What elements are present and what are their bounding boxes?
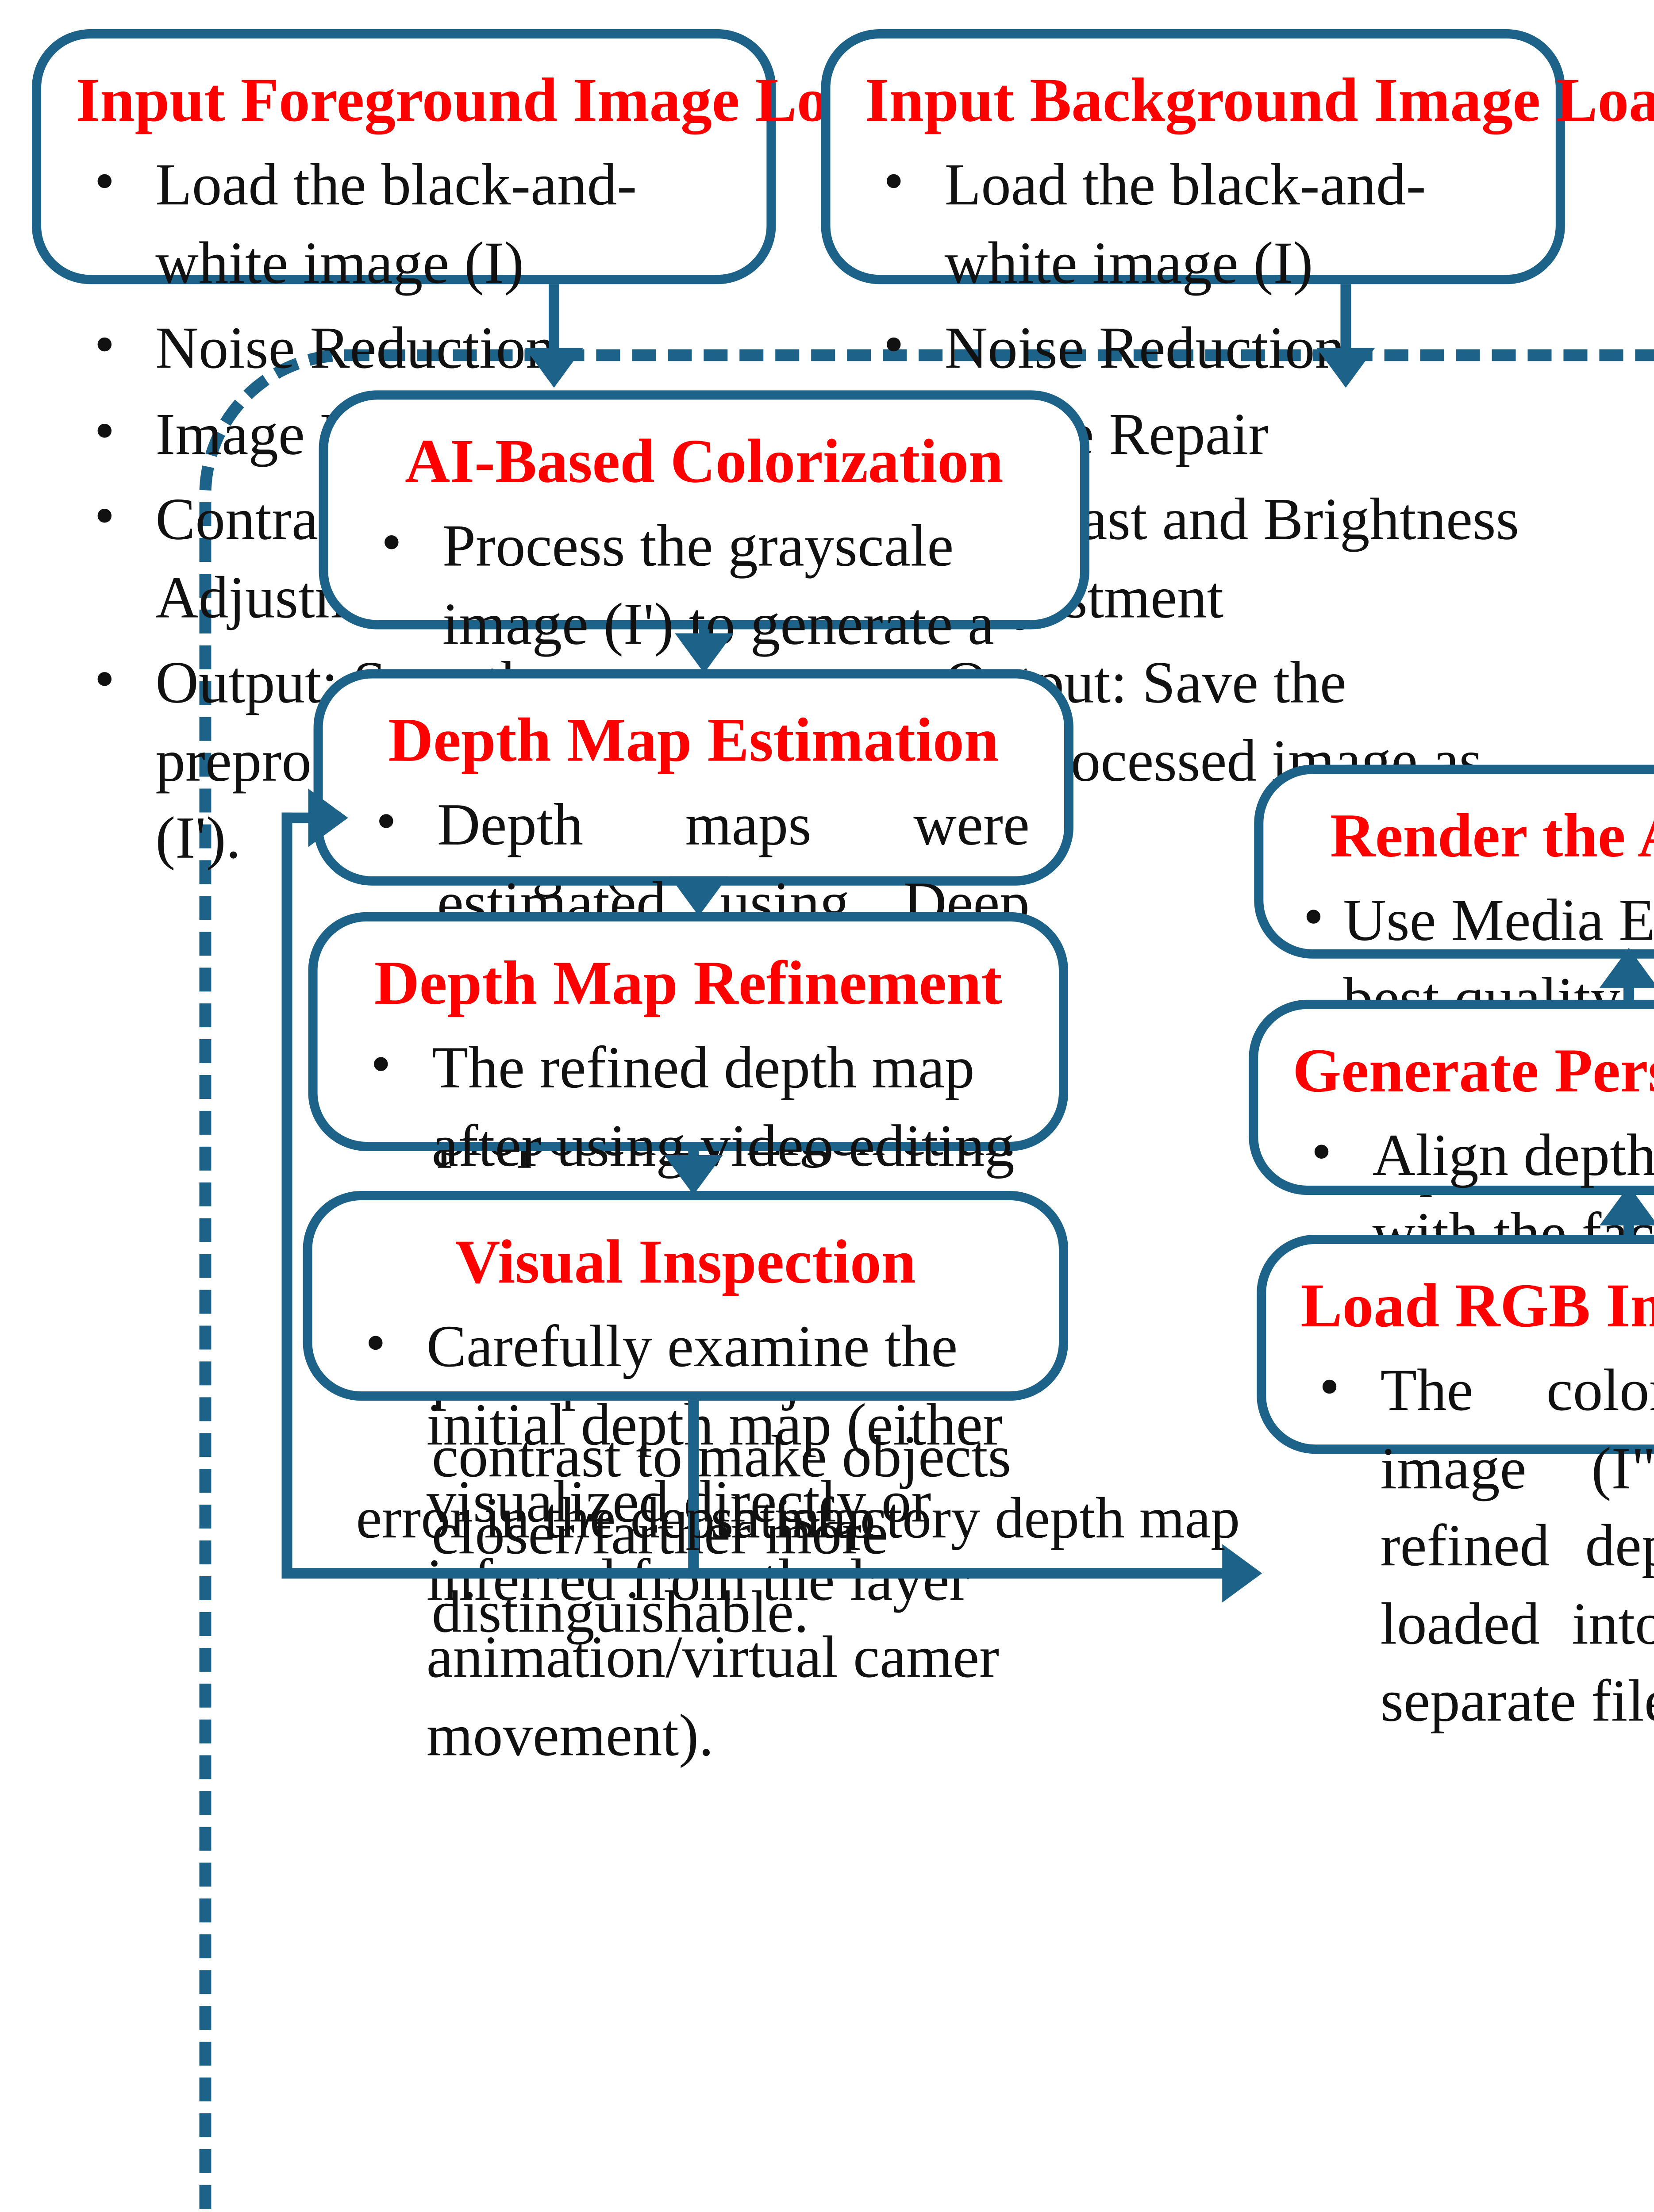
- box-title: Input Background Image Loading: [865, 66, 1654, 136]
- flowchart-canvas: Iterative Refinement Generating perspect…: [0, 0, 1654, 1207]
- box-visual-inspection[interactable]: Visual Inspection Carefully examine the …: [303, 1190, 1068, 1768]
- box-title: Visual Inspection: [455, 1228, 916, 1298]
- connector-foreground-to-colorization: [548, 284, 560, 353]
- box-render-the-animation[interactable]: Render the Animation Use Media Encoder f…: [1254, 764, 1654, 1198]
- arrow-up-icon: [1599, 948, 1654, 988]
- box-title: AI-Based Colorization: [405, 427, 1004, 497]
- box-depth-map-refinement[interactable]: Depth Map Refinement The refined depth m…: [308, 912, 1068, 1645]
- arrow-right-icon: [308, 788, 348, 847]
- connector-feedback-left-rail: [281, 812, 292, 1574]
- box-title: Depth Map Refinement: [374, 949, 1002, 1018]
- box-input-foreground-image-loading[interactable]: Input Foreground Image Loading Load the …: [32, 29, 977, 872]
- box-title: Render the Animation: [1330, 802, 1654, 871]
- arrow-down-icon: [664, 1155, 723, 1195]
- box-ai-based-colorization[interactable]: AI-Based Colorization Process the graysc…: [319, 390, 1089, 898]
- arrow-right-icon: [1222, 1544, 1262, 1603]
- arrow-down-icon: [675, 633, 734, 673]
- arrow-down-icon: [669, 876, 728, 916]
- list-item: Noise Reduction: [76, 307, 732, 388]
- list-item: Load the black-and-white image (I): [76, 144, 732, 302]
- box-title: Load RGB Image and Depth Map: [1300, 1272, 1654, 1341]
- arrow-down-icon: [1316, 348, 1375, 388]
- arrow-up-icon: [1599, 1185, 1654, 1226]
- box-load-rgb-image-and-depth-map[interactable]: Load RGB Image and Depth Map The coloriz…: [1257, 1235, 1654, 1735]
- connector-feedback-bottom-rail: [281, 1568, 694, 1579]
- arrow-down-icon: [524, 348, 584, 388]
- box-depth-map-estimation[interactable]: Depth Map Estimation Depth maps were est…: [313, 669, 1073, 1169]
- connector-satisfactory-rail: [688, 1568, 1246, 1579]
- list-item: Noise Reduction: [865, 307, 1521, 388]
- box-input-background-image-loading[interactable]: Input Background Image Loading Load the …: [821, 29, 1654, 872]
- box-generate-perspective-images[interactable]: Generate Perspective Images Align depth …: [1249, 999, 1654, 1267]
- edge-label-satisfactory-branch: satisfactory depth map: [711, 1486, 1240, 1551]
- box-title: Depth Map Estimation: [388, 706, 999, 776]
- bullet-list: The colorized RGB image (I") and the ref…: [1300, 1349, 1654, 1740]
- list-item: Load the black-and-white image (I): [865, 144, 1521, 302]
- list-item: The colorized RGB image (I") and the ref…: [1300, 1349, 1654, 1740]
- connector-background-to-colorization: [1340, 284, 1351, 353]
- box-title: Generate Perspective Images: [1292, 1037, 1654, 1106]
- box-title: Input Foreground Image Loading: [76, 66, 977, 136]
